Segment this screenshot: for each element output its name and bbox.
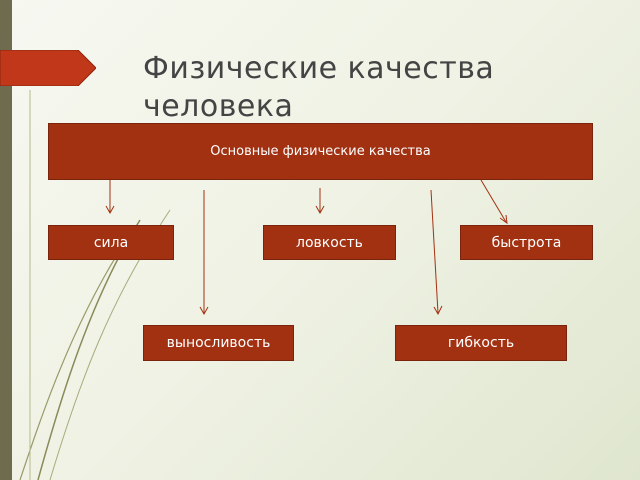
child-label-agility: ловкость [296, 234, 363, 251]
left-accent-bar [0, 0, 12, 480]
root-box: Основные физические качества [48, 123, 593, 180]
child-box-speed: быстрота [460, 225, 593, 260]
child-box-flexibility: гибкость [395, 325, 567, 361]
arrow-to-flexibility [430, 189, 439, 314]
slide-title: Физические качества человека [143, 51, 495, 124]
child-box-agility: ловкость [263, 225, 396, 260]
child-box-endurance: выносливость [143, 325, 294, 361]
arrow-to-speed [480, 179, 507, 223]
root-label: Основные физические качества [210, 144, 431, 159]
child-box-strength: сила [48, 225, 174, 260]
child-label-speed: быстрота [491, 234, 562, 251]
child-label-endurance: выносливость [166, 335, 271, 351]
child-label-strength: сила [93, 234, 129, 251]
child-label-flexibility: гибкость [447, 335, 515, 351]
title-accent-tab [0, 50, 96, 86]
